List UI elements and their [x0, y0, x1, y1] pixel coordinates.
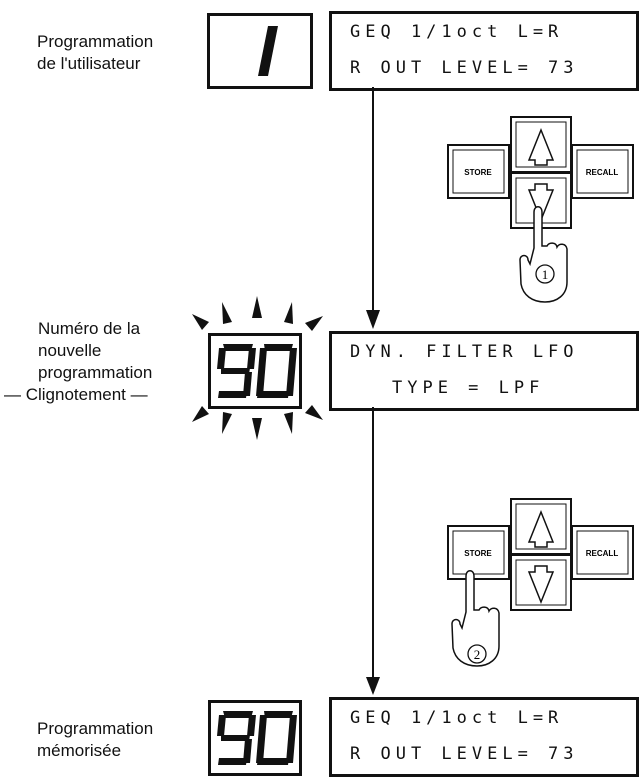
pressing-hand-icon [519, 206, 568, 303]
step2-label: Numéro de la nouvelle programmation [38, 318, 152, 384]
step3-label: Programmation mémorisée [37, 718, 153, 762]
digits-90-glyph [217, 344, 297, 398]
program-number-display-2 [208, 333, 302, 409]
step-one-number: 1 [542, 267, 549, 282]
up-button[interactable] [510, 498, 572, 555]
step2-label-line3: programmation [38, 363, 153, 382]
step2-label-line1: Numéro de la [38, 319, 141, 338]
step2-label-line2: nouvelle [38, 341, 102, 360]
step1-label: Programmation de l'utilisateur [37, 31, 153, 75]
step-two-number: 2 [474, 647, 481, 662]
parameter-display-2: DYN. FILTER LFO TYPE = LPF [329, 331, 639, 411]
down-button[interactable] [510, 172, 572, 229]
digits-90-glyph [217, 711, 297, 765]
step1-label-line1: Programmation [37, 32, 154, 51]
display-3-line1: GEQ 1/1oct L=R [350, 708, 564, 728]
display-1-line1: GEQ 1/1oct L=R [350, 22, 564, 42]
step-one-marker [535, 264, 555, 284]
blinking-label: — Clignotement — [4, 385, 148, 404]
recall-button[interactable] [571, 144, 634, 199]
step3-label-line2: mémorisée [37, 741, 122, 760]
display-1-line2: R OUT LEVEL= 73 [350, 58, 579, 78]
keypad-1: STORE RECALL 1 [447, 116, 634, 303]
up-arrow-icon [527, 509, 555, 548]
display-3-line2: R OUT LEVEL= 73 [350, 744, 579, 764]
keypad-2: STORE RECALL 2 [447, 498, 634, 667]
flow-arrow-2 [366, 407, 380, 695]
blink-rays-icon [192, 296, 323, 440]
store-button-label: STORE [464, 549, 492, 558]
step-two-marker [467, 644, 487, 664]
store-button[interactable] [447, 144, 510, 199]
program-number-display-1 [207, 13, 313, 89]
parameter-display-3: GEQ 1/1oct L=R R OUT LEVEL= 73 [329, 697, 639, 777]
down-arrow-icon [527, 183, 555, 223]
recall-button-label: RECALL [586, 549, 619, 558]
parameter-display-1: GEQ 1/1oct L=R R OUT LEVEL= 73 [329, 11, 639, 91]
display-2-line1: DYN. FILTER LFO [350, 342, 579, 362]
recall-button-label: RECALL [586, 168, 619, 177]
step1-label-line2: de l'utilisateur [37, 54, 141, 73]
step3-label-line1: Programmation [37, 719, 154, 738]
program-number-display-3 [208, 700, 302, 776]
digit-1-glyph [258, 26, 278, 76]
pressing-hand-icon [451, 570, 500, 667]
display-2-line2: TYPE = LPF [392, 378, 545, 398]
up-button[interactable] [510, 116, 572, 173]
down-arrow-icon [527, 565, 555, 605]
store-button-label: STORE [464, 168, 492, 177]
store-button[interactable] [447, 525, 510, 580]
recall-button[interactable] [571, 525, 634, 580]
flow-arrow-1 [366, 87, 380, 329]
up-arrow-icon [527, 127, 555, 166]
